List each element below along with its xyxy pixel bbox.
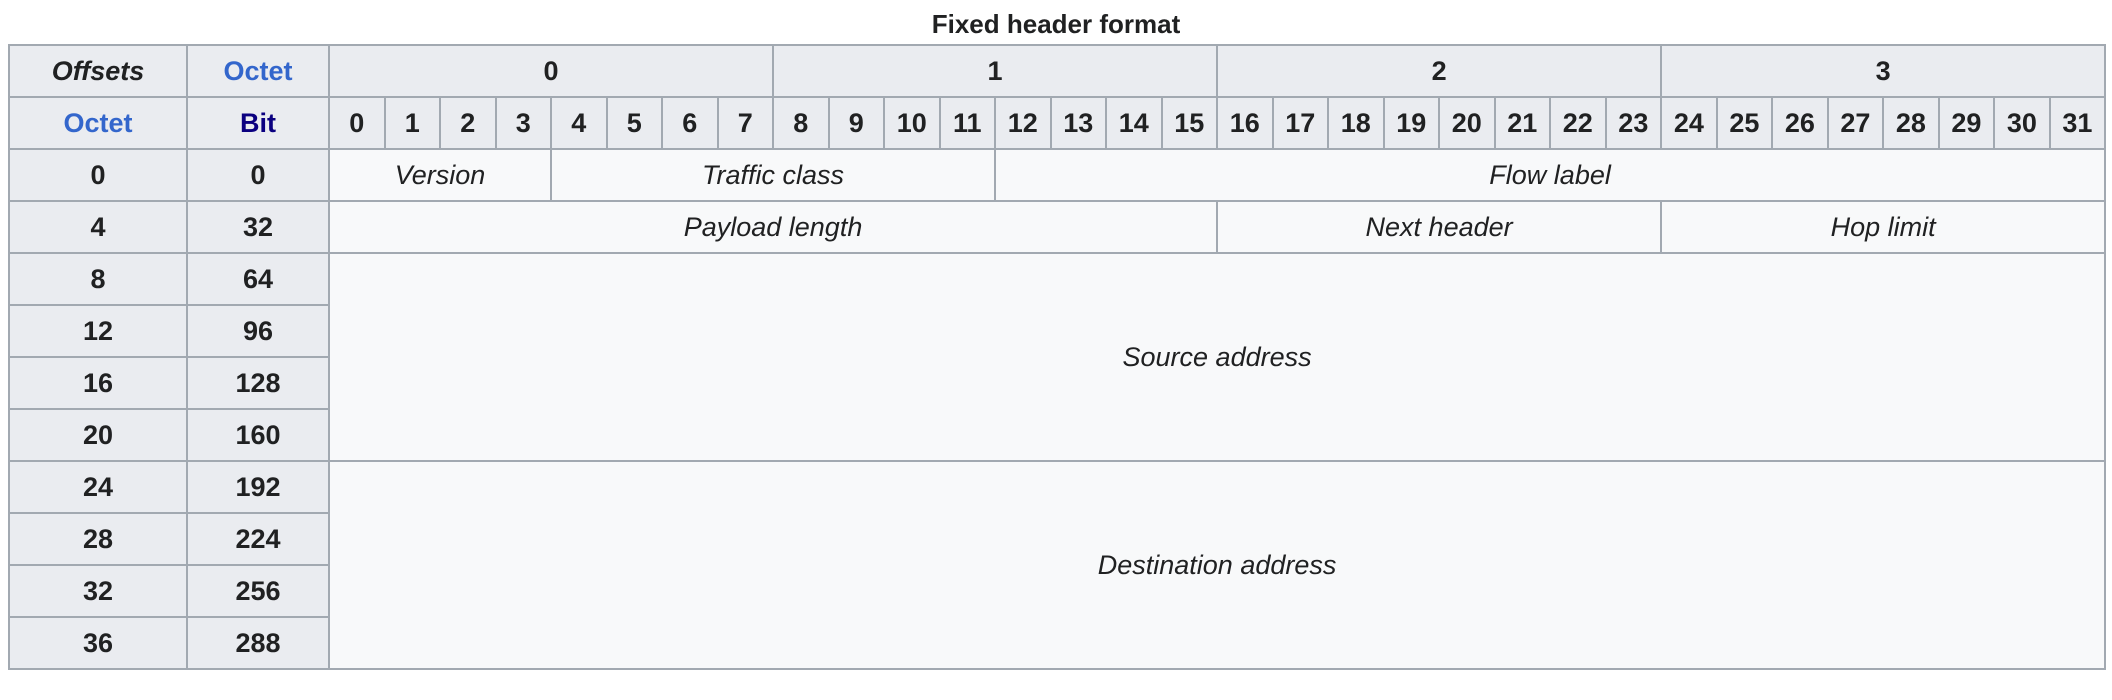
field-version: Version (328, 148, 552, 202)
row-bit: 160 (186, 408, 330, 462)
field-destination-address: Destination address (327, 460, 2107, 670)
octet-header-2: 2 (1216, 44, 1663, 98)
bit-header-29: 29 (1937, 96, 1996, 150)
bit-header-14: 14 (1105, 96, 1163, 150)
field-payload-length: Payload length (327, 200, 1219, 254)
octet-column-link[interactable]: Octet (186, 44, 330, 98)
offsets-corner-label: Offsets (8, 44, 188, 98)
table-row: 36 288 (8, 616, 2105, 670)
row-bit: 64 (186, 252, 330, 306)
bit-header-7: 7 (716, 96, 775, 150)
bit-header-21: 21 (1493, 96, 1552, 150)
bit-column-link[interactable]: Bit (186, 96, 330, 150)
row-bit: 192 (186, 460, 330, 514)
bit-header-6: 6 (661, 96, 719, 150)
bit-header-23: 23 (1604, 96, 1663, 150)
row-octet: 16 (8, 356, 188, 410)
table-row: 16 128 (8, 356, 2105, 410)
row-bit: 128 (186, 356, 330, 410)
bit-header-3: 3 (494, 96, 552, 150)
row-octet: 8 (8, 252, 188, 306)
octet-header-3: 3 (1660, 44, 2107, 98)
row-octet: 12 (8, 304, 188, 358)
row-octet: 4 (8, 200, 188, 254)
row-bit: 0 (186, 148, 330, 202)
bit-header-20: 20 (1438, 96, 1496, 150)
field-source-address: Source address (327, 252, 2107, 462)
row-octet: 28 (8, 512, 188, 566)
row-octet: 0 (8, 148, 188, 202)
field-hop-limit: Hop limit (1660, 200, 2107, 254)
octet-header-row: Offsets Octet 0 1 2 3 (8, 44, 2107, 98)
table-row: 0 0 Version Traffic class Flow label (8, 148, 2107, 202)
bit-header-31: 31 (2048, 96, 2107, 150)
bit-header-16: 16 (1216, 96, 1274, 150)
bit-header-8: 8 (772, 96, 830, 150)
bit-header-22: 22 (1549, 96, 1607, 150)
bit-header-11: 11 (938, 96, 997, 150)
bit-header-26: 26 (1771, 96, 1829, 150)
bit-header-27: 27 (1826, 96, 1885, 150)
bit-header-12: 12 (994, 96, 1052, 150)
table-row: 24 192 Destination address (8, 460, 2107, 670)
row-bit: 256 (186, 564, 330, 618)
row-octet: 24 (8, 460, 188, 514)
octet-header-1: 1 (772, 44, 1219, 98)
bit-header-15: 15 (1160, 96, 1219, 150)
bit-header-30: 30 (1993, 96, 2051, 150)
field-flow-label: Flow label (994, 148, 2107, 202)
row-octet: 32 (8, 564, 188, 618)
table-row: 4 32 Payload length Next header Hop limi… (8, 200, 2107, 254)
bit-header-17: 17 (1271, 96, 1330, 150)
bit-header-24: 24 (1660, 96, 1718, 150)
bit-header-5: 5 (605, 96, 663, 150)
table-caption: Fixed header format (931, 9, 1181, 39)
row-bit: 32 (186, 200, 330, 254)
bit-header-4: 4 (550, 96, 608, 150)
table-row: 20 160 (8, 408, 2105, 462)
bit-header-19: 19 (1382, 96, 1441, 150)
bit-header-13: 13 (1049, 96, 1108, 150)
table-row: 28 224 (8, 512, 2105, 566)
row-bit: 224 (186, 512, 330, 566)
row-octet: 36 (8, 616, 188, 670)
bit-header-9: 9 (827, 96, 886, 150)
field-traffic-class: Traffic class (549, 148, 997, 202)
table-row: 8 64 Source address (8, 252, 2107, 462)
bit-header-2: 2 (439, 96, 497, 150)
field-next-header: Next header (1216, 200, 1663, 254)
bit-header-0: 0 (328, 96, 386, 150)
row-bit: 96 (186, 304, 330, 358)
row-bit: 288 (186, 616, 330, 670)
table-row: 12 96 (8, 304, 2105, 358)
bit-header-25: 25 (1715, 96, 1774, 150)
row-octet: 20 (8, 408, 188, 462)
bit-header-18: 18 (1327, 96, 1385, 150)
bit-header-10: 10 (883, 96, 941, 150)
octet-header-0: 0 (327, 44, 775, 98)
octet-row-link[interactable]: Octet (8, 96, 188, 150)
bit-header-28: 28 (1882, 96, 1940, 150)
bit-header-1: 1 (383, 96, 441, 150)
table-row: 32 256 (8, 564, 2105, 618)
